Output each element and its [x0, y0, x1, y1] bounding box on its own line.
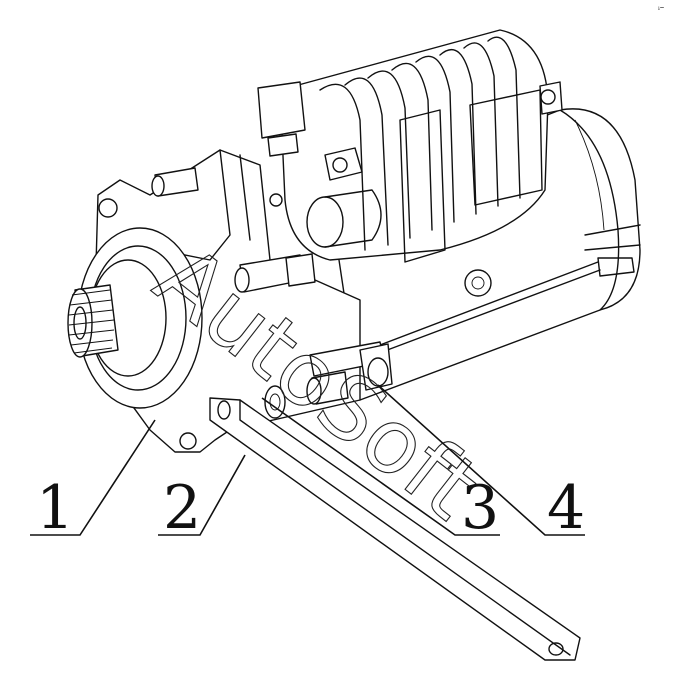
leader-line-4 [377, 384, 585, 536]
bolt-part-4 [309, 341, 393, 391]
callout-4: 4 [547, 473, 585, 543]
leader-line-2 [158, 454, 246, 536]
drive-end-housing [67, 133, 361, 453]
callout-2: 2 [163, 473, 201, 543]
solenoid [257, 29, 563, 263]
callout-3: 3 [461, 473, 499, 543]
leader-line-3 [261, 397, 500, 536]
spacer-part-3 [306, 371, 349, 405]
corner-mark: ᵢ– [658, 3, 665, 13]
leader-line-1 [30, 419, 156, 536]
callout-1: 1 [36, 473, 74, 543]
bracket-strap-part-2 [209, 397, 581, 661]
leader-lines [30, 384, 585, 536]
